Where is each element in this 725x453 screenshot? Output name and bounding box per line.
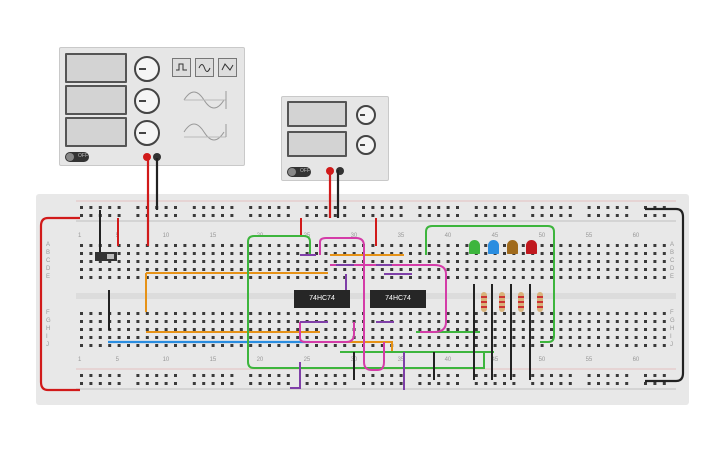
row-label: G <box>46 318 51 324</box>
fg-power-label: OFF <box>78 153 88 159</box>
column-number: 20 <box>256 357 264 363</box>
column-number: 15 <box>209 357 217 363</box>
column-number: 1 <box>78 357 82 363</box>
ps-negative-terminal[interactable] <box>336 167 344 175</box>
row-label: J <box>670 342 673 348</box>
ps-power-label: OFF <box>300 168 310 174</box>
column-number: 55 <box>585 357 593 363</box>
row-label: I <box>670 334 672 340</box>
fg-amplitude-knob[interactable] <box>134 88 160 114</box>
breadboard-holes <box>76 200 676 390</box>
row-label: B <box>46 250 51 256</box>
resistor-3[interactable] <box>518 292 524 312</box>
column-number: 10 <box>162 233 170 239</box>
row-label: B <box>670 250 675 256</box>
fg-display-frequency <box>65 53 127 83</box>
column-number: 10 <box>162 357 170 363</box>
right-black-rail-jumper[interactable] <box>645 207 685 383</box>
purple-wire-6[interactable] <box>290 362 301 389</box>
row-label: H <box>46 326 51 332</box>
column-number: 25 <box>303 357 311 363</box>
offset-diagram-icon <box>183 123 227 141</box>
row-label: H <box>670 326 675 332</box>
row-label: D <box>46 266 51 272</box>
amplitude-diagram-icon <box>183 91 227 109</box>
pink-wire-2[interactable] <box>330 264 447 333</box>
fg-power-switch[interactable]: OFF <box>65 152 89 162</box>
row-label: E <box>670 274 675 280</box>
resistor-4[interactable] <box>537 292 543 312</box>
sine-wave-button[interactable] <box>195 58 214 77</box>
row-label: C <box>46 258 51 264</box>
column-number: 35 <box>397 357 405 363</box>
row-label: F <box>46 310 50 316</box>
green-wire-2[interactable] <box>425 225 555 343</box>
ps-display-current <box>287 131 347 157</box>
row-label: I <box>46 334 48 340</box>
resistor-2[interactable] <box>499 292 505 312</box>
column-number: 50 <box>538 357 546 363</box>
ps-power-switch[interactable]: OFF <box>287 167 311 177</box>
power-supply: OFF <box>281 96 389 181</box>
square-wave-button[interactable] <box>172 58 191 77</box>
ps-display-voltage <box>287 101 347 127</box>
row-label: A <box>46 242 51 248</box>
ps-voltage-knob[interactable] <box>356 105 376 125</box>
led-blue[interactable] <box>488 240 499 254</box>
row-label: J <box>46 342 49 348</box>
column-number: 40 <box>444 233 452 239</box>
column-number: 40 <box>444 357 452 363</box>
column-number: 45 <box>491 233 499 239</box>
chip-74hc74-1[interactable]: 74HC74 <box>294 290 350 308</box>
column-number: 5 <box>115 357 119 363</box>
led-brown[interactable] <box>507 240 518 254</box>
ps-current-knob[interactable] <box>356 135 376 155</box>
fg-negative-terminal[interactable] <box>153 153 161 161</box>
row-label: C <box>670 258 675 264</box>
column-number: 60 <box>632 357 640 363</box>
function-generator: OFF <box>59 47 245 166</box>
row-label: A <box>670 242 675 248</box>
fg-display-offset <box>65 117 127 147</box>
green-wire-1[interactable] <box>247 235 485 369</box>
fg-display-amplitude <box>65 85 127 115</box>
fg-frequency-knob[interactable] <box>134 56 160 82</box>
orange-wire-5[interactable] <box>340 341 393 352</box>
row-label: D <box>670 266 675 272</box>
fg-offset-knob[interactable] <box>134 120 160 146</box>
fg-positive-terminal[interactable] <box>143 153 151 161</box>
slide-switch[interactable] <box>95 252 117 261</box>
square-wave-icon <box>176 63 187 71</box>
column-number: 45 <box>491 357 499 363</box>
column-number: 1 <box>78 233 82 239</box>
triangle-wave-button[interactable] <box>218 58 237 77</box>
resistor-1[interactable] <box>481 292 487 312</box>
column-number: 30 <box>350 233 358 239</box>
row-label: G <box>670 318 675 324</box>
column-number: 15 <box>209 233 217 239</box>
led-red[interactable] <box>526 240 537 254</box>
pink-wire-3[interactable] <box>299 322 355 343</box>
column-number: 35 <box>397 233 405 239</box>
chip-74hc74-2[interactable]: 74HC74 <box>370 290 426 308</box>
pink-wire-1[interactable] <box>319 237 385 371</box>
row-label: F <box>670 310 674 316</box>
row-label: E <box>46 274 51 280</box>
column-number: 55 <box>585 233 593 239</box>
triangle-wave-icon <box>221 63 234 71</box>
led-green[interactable] <box>469 240 480 254</box>
left-red-rail-jumper[interactable] <box>39 216 80 392</box>
sine-wave-icon <box>198 64 211 72</box>
column-number: 60 <box>632 233 640 239</box>
column-number: 50 <box>538 233 546 239</box>
